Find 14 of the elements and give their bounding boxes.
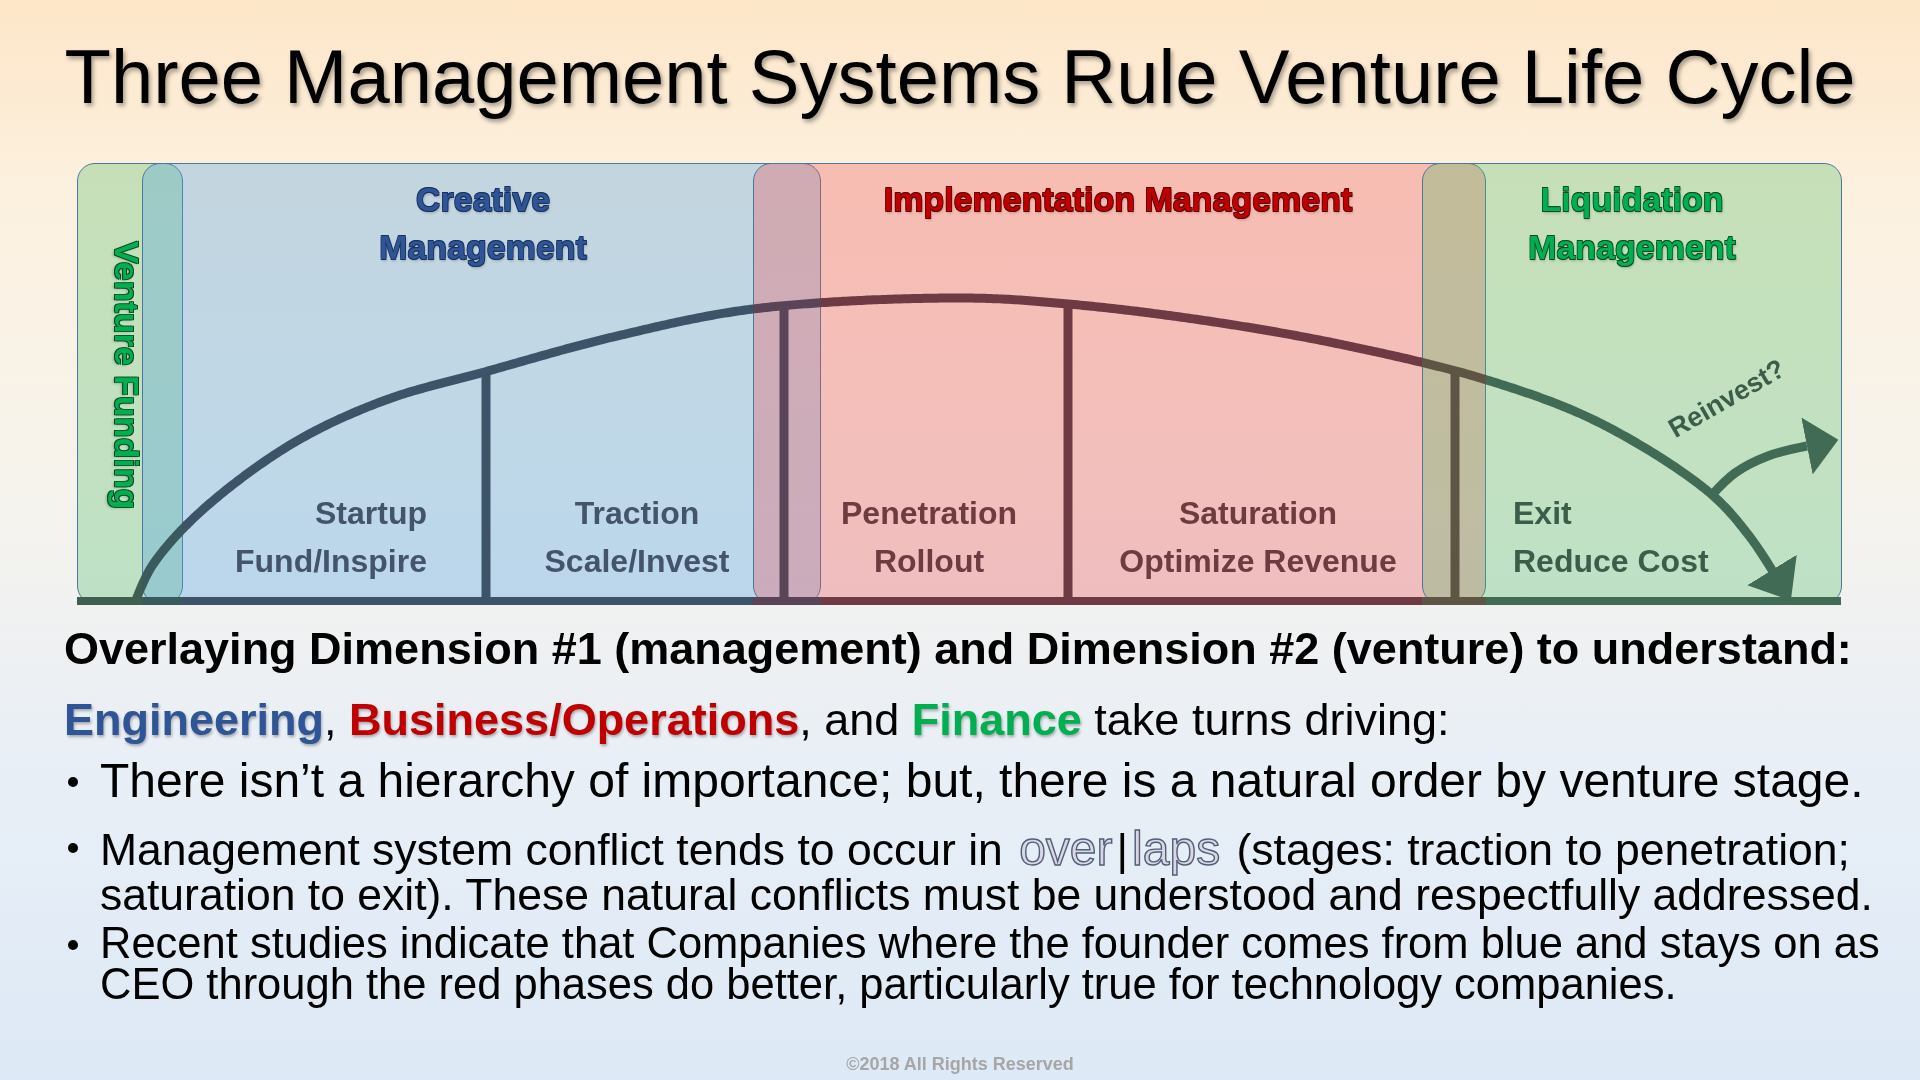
stage-label: Penetration Rollout: [841, 494, 1017, 581]
copyright-notice: ©2018 All Rights Reserved: [846, 1055, 1074, 1073]
band-heading: Creative Management: [379, 179, 587, 268]
band-heading: Implementation Management: [883, 179, 1353, 220]
bullet-text: There isn’t a hierarchy of importance; but, there is a natural order by venture stage.: [100, 755, 1864, 807]
band-heading: Venture Funding: [107, 241, 147, 510]
intro-text: Engineering, Business/Operations, and Finance take turns driving:: [64, 693, 1450, 747]
stage-label: Exit Reduce Cost: [1513, 494, 1709, 581]
band-heading: Liquidation Management: [1528, 179, 1736, 268]
subheading: Overlaying Dimension #1 (management) and Dimension #2 (venture) to understand:: [64, 623, 1852, 675]
stage-label: Saturation Optimize Revenue: [1119, 494, 1397, 581]
stage-label: Startup Fund/Inspire: [235, 494, 427, 581]
slide-title: Three Management Systems Rule Venture Life Cycle: [64, 33, 1856, 121]
stage-label: Traction Scale/Invest: [544, 494, 730, 581]
